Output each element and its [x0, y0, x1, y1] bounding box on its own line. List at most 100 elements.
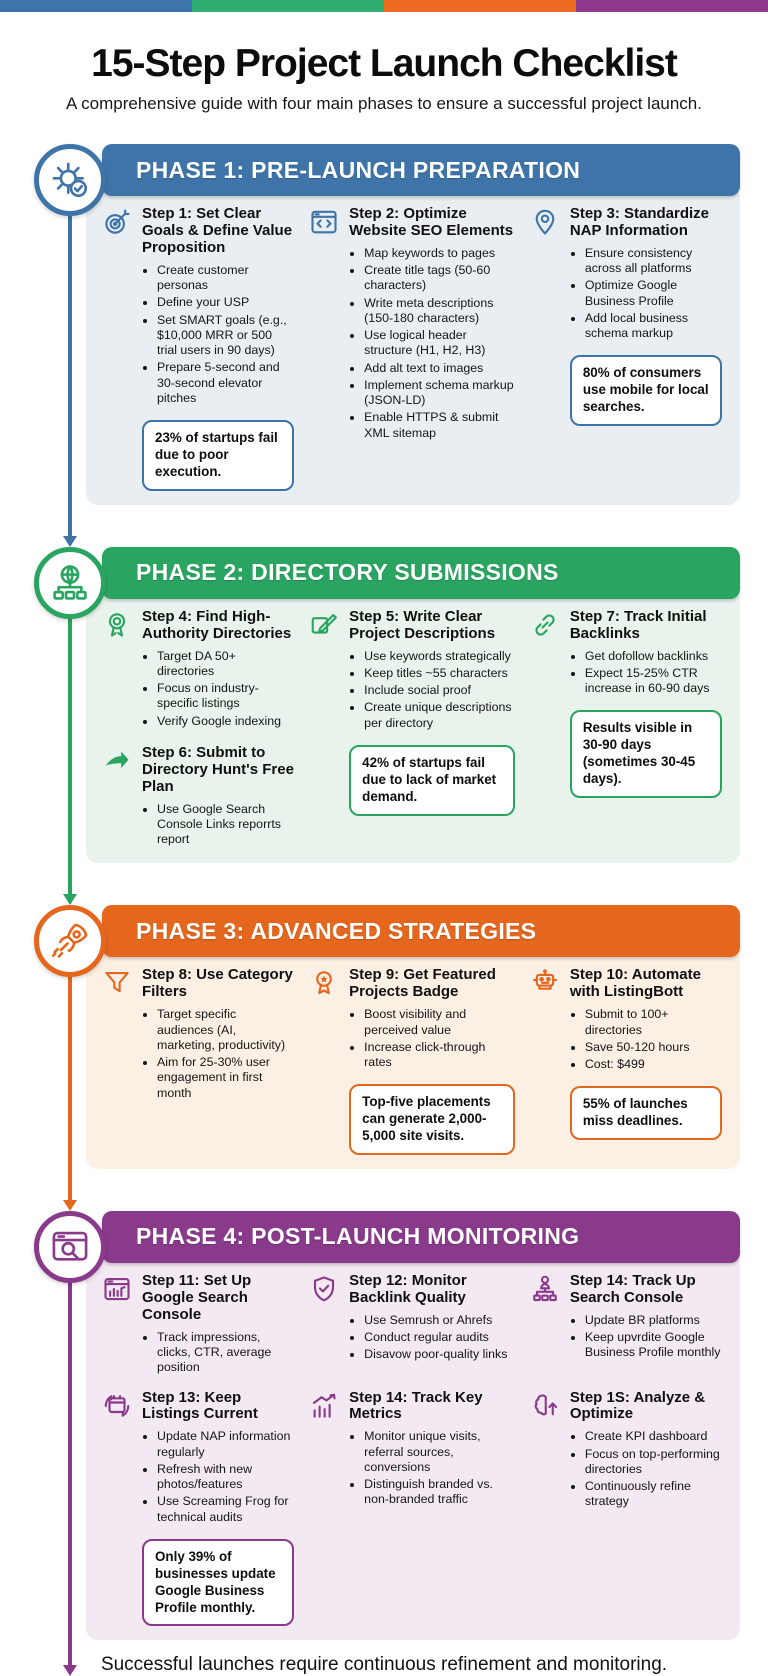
step-cell: Step 3: Standardize NAP InformationEnsur… [530, 205, 722, 491]
step-bullets: Boost visibility and perceived valueIncr… [349, 1007, 515, 1070]
step-bullet: Ensure consistency across all platforms [585, 246, 722, 277]
step-bullet: Verify Google indexing [157, 714, 294, 729]
accent-segment-3 [384, 0, 576, 12]
step-bullet: Enable HTTPS & submit XML sitemap [364, 410, 515, 441]
step-bullets: Submit to 100+ directoriesSave 50-120 ho… [570, 1007, 722, 1072]
phase-3-content: Step 8: Use Category FiltersTarget speci… [86, 947, 740, 1169]
step-title: Step 2: Optimize Website SEO Elements [349, 205, 514, 239]
stat-callout: Only 39% of businesses update Google Bus… [142, 1538, 295, 1627]
step-cell: Step 14: Track Key MetricsMonitor unique… [309, 1388, 515, 1627]
step-cell: Step 5: Write Clear Project Descriptions… [309, 608, 515, 850]
stat-callout: 42% of startups fail due to lack of mark… [349, 744, 515, 816]
rocket-icon [49, 920, 91, 962]
step-title: Step 1: Set Clear Goals & Define Value P… [142, 205, 293, 256]
step-card: Step 13: Keep Listings CurrentUpdate NAP… [102, 1388, 294, 1527]
accent-segment-4 [576, 0, 768, 12]
step-cell: Step 9: Get Featured Projects BadgeBoost… [309, 966, 515, 1155]
phase-2-content: Step 4: Find High-Authority DirectoriesT… [86, 588, 740, 864]
step-card: Step 1S: Analyze & OptimizeCreate KPI da… [530, 1389, 722, 1512]
step-card: Step 4: Find High-Authority DirectoriesT… [102, 608, 294, 731]
step-text: Step 1: Set Clear Goals & Define Value P… [142, 205, 294, 408]
step-bullet: Write meta descriptions (150-180 charact… [364, 296, 515, 327]
stat-callout: 80% of consumers use mobile for local se… [569, 355, 722, 427]
chart-up-icon [309, 1390, 341, 1510]
step-title: Step 13: Keep Listings Current [142, 1388, 258, 1423]
accent-segment-2 [192, 0, 384, 12]
step-card: Step 3: Standardize NAP InformationEnsur… [530, 205, 722, 343]
phase-4-header: PHASE 4: POST-LAUNCH MONITORING [102, 1210, 740, 1263]
step-bullet: Keep upvrdite Google Business Profile mo… [585, 1330, 722, 1361]
step-bullet: Optimize Google Business Profile [585, 278, 722, 309]
step-text: Step 11: Set Up Google Search ConsoleTra… [142, 1271, 294, 1378]
step-text: Step 13: Keep Listings CurrentUpdate NAP… [142, 1388, 294, 1527]
step-bullet: Expect 15-25% CTR increase in 60-90 days [585, 666, 722, 697]
step-cell: Step 8: Use Category FiltersTarget speci… [102, 966, 294, 1155]
phase-4-content: Step 11: Set Up Google Search ConsoleTra… [86, 1252, 740, 1641]
phase-1-content: Step 1: Set Clear Goals & Define Value P… [86, 186, 740, 505]
org-chart-icon [530, 1273, 562, 1363]
step-text: Step 12: Monitor Backlink QualityUse Sem… [349, 1272, 515, 1365]
step-bullet: Use Screaming Frog for technical audits [157, 1494, 294, 1525]
step-text: Step 4: Find High-Authority DirectoriesT… [142, 608, 294, 731]
step-bullet: Add local business schema markup [585, 311, 722, 342]
step-cell: Step 1: Set Clear Goals & Define Value P… [102, 205, 295, 491]
phase-3-connector-arrow [63, 973, 77, 1211]
step-bullet: Distinguish branded vs. non-branded traf… [364, 1477, 515, 1508]
step-bullet: Implement schema markup (JSON-LD) [364, 378, 515, 409]
page-subtitle: A comprehensive guide with four main pha… [66, 94, 702, 113]
stat-callout: Top-five placements can generate 2,000-5… [349, 1084, 515, 1155]
phase-3-title: PHASE 3: ADVANCED STRATEGIES [136, 917, 537, 944]
code-window-icon [309, 206, 341, 443]
step-bullets: Track impressions, clicks, CTR, average … [142, 1330, 294, 1376]
step-bullets: Target specific audiences (AI, marketing… [142, 1007, 294, 1101]
shield-check-icon [309, 1273, 341, 1365]
phase-1-badge [34, 144, 106, 216]
step-bullet: Use Google Search Console Links reporrts… [157, 802, 294, 848]
step-bullets: Create customer personasDefine your USPS… [142, 263, 294, 406]
step-cell: Step 2: Optimize Website SEO ElementsMap… [309, 205, 515, 491]
step-bullet: Update BR platforms [585, 1313, 722, 1328]
step-text: Step 7: Track Initial BacklinksGet dofol… [570, 608, 722, 699]
step-bullet: Create customer personas [157, 263, 294, 294]
step-title: Step 14: Track Key Metrics [349, 1388, 483, 1423]
step-bullet: Cost: $499 [585, 1057, 722, 1072]
phase-3-badge [34, 905, 106, 978]
step-card: Step 8: Use Category FiltersTarget speci… [102, 966, 294, 1102]
step-bullet: Define your USP [157, 295, 294, 310]
step-card: Step 11: Set Up Google Search ConsoleTra… [102, 1271, 294, 1378]
step-bullets: Use Semrush or AhrefsConduct regular aud… [349, 1313, 515, 1363]
pencil-icon [309, 609, 341, 733]
step-bullet: Save 50-120 hours [585, 1040, 722, 1055]
brain-icon [530, 1390, 562, 1512]
step-cell: Step 10: Automate with ListingBottSubmit… [530, 966, 722, 1155]
step-bullets: Target DA 50+ directoriesFocus on indust… [142, 649, 294, 729]
step-cell: Step 12: Monitor Backlink QualityUse Sem… [309, 1272, 515, 1378]
phase-2-row-1: Step 4: Find High-Authority DirectoriesT… [102, 608, 722, 850]
step-text: Step 10: Automate with ListingBottSubmit… [570, 966, 722, 1074]
step-bullet: Include social proof [364, 683, 515, 698]
page-header: 15-Step Project Launch Checklist A compr… [0, 42, 768, 114]
step-text: Step 14: Track Up Search ConsoleUpdate B… [570, 1272, 722, 1363]
step-title: Step 9: Get Featured Projects Badge [349, 966, 496, 1001]
step-bullets: Update BR platformsKeep upvrdite Google … [570, 1313, 722, 1361]
step-bullet: Focus on industry-specific listings [157, 681, 294, 712]
step-bullets: Create KPI dashboardFocus on top-perform… [570, 1429, 722, 1509]
phase-4-row-1: Step 11: Set Up Google Search ConsoleTra… [102, 1271, 722, 1378]
step-bullet: Create unique descriptions per directory [364, 700, 515, 731]
step-text: Step 2: Optimize Website SEO ElementsMap… [349, 205, 515, 443]
step-title: Step 11: Set Up Google Search Console [142, 1271, 252, 1323]
step-text: Step 3: Standardize NAP InformationEnsur… [570, 205, 722, 343]
step-bullet: Prepare 5-second and 30-second elevator … [157, 360, 294, 406]
step-bullet: Submit to 100+ directories [585, 1007, 722, 1038]
step-title: Step 6: Submit to Directory Hunt's Free … [142, 743, 294, 795]
phase-2-connector-arrow [63, 614, 77, 906]
step-card: Step 7: Track Initial BacklinksGet dofol… [530, 608, 722, 699]
step-card: Step 6: Submit to Directory Hunt's Free … [102, 743, 294, 850]
step-bullet: Add alt text to images [364, 361, 515, 376]
stat-callout: Results visible in 30-90 days (sometimes… [569, 710, 722, 798]
step-bullets: Map keywords to pagesCreate title tags (… [349, 246, 515, 441]
step-card: Step 14: Track Up Search ConsoleUpdate B… [530, 1272, 722, 1363]
step-card: Step 5: Write Clear Project Descriptions… [309, 608, 515, 733]
top-accent-bar [0, 0, 768, 12]
step-card: Step 12: Monitor Backlink QualityUse Sem… [309, 1272, 515, 1365]
